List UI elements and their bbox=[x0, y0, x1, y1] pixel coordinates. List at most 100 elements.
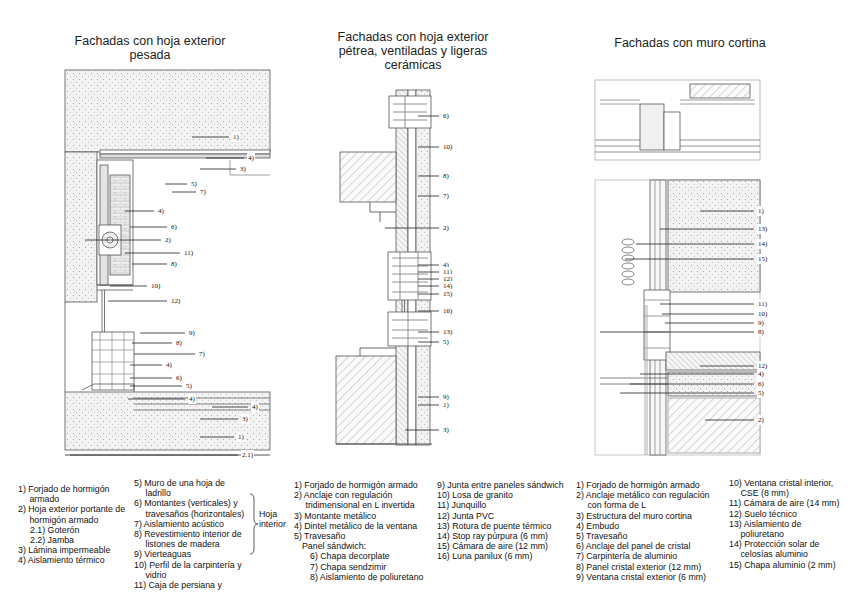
callout-number: 13) bbox=[442, 327, 453, 337]
legend-entry: 15) Chapa aluminio (2 mm) bbox=[729, 560, 845, 570]
callout-number: 1) bbox=[442, 400, 450, 410]
section-heading: Fachadas con hoja exterior pétrea, venti… bbox=[325, 30, 501, 72]
drawing-path bbox=[600, 378, 668, 384]
legend-entry: 12) Suelo técnico bbox=[729, 509, 845, 519]
legend-entry: 2) Anclaje metálico con regulación con f… bbox=[576, 490, 726, 510]
curtain-wall-section bbox=[595, 80, 760, 455]
leader-line bbox=[418, 265, 439, 266]
legend-entry: 11) Junquillo bbox=[437, 500, 567, 510]
callout-number: 7) bbox=[442, 191, 450, 201]
leader-line bbox=[85, 240, 161, 241]
section-heading: Fachadas con muro cortina bbox=[590, 36, 790, 50]
legend-entry: 6) Montantes (verticales) y travesaños (… bbox=[134, 498, 248, 518]
leader-line bbox=[418, 342, 439, 343]
drawing-rect bbox=[65, 392, 270, 450]
legend-entry: 4) Dintel metálico de la ventana bbox=[294, 521, 434, 531]
drawing-rect bbox=[388, 312, 431, 346]
drawing-rect bbox=[595, 180, 760, 455]
drawing-rect bbox=[100, 154, 270, 158]
leader-line bbox=[132, 264, 167, 265]
leader-line bbox=[625, 259, 754, 260]
leader-line bbox=[418, 279, 439, 280]
callout-number: 6) bbox=[170, 222, 178, 232]
drawing-rect bbox=[100, 150, 270, 154]
legend-entry: 11) Caja de persiana y bbox=[134, 580, 248, 590]
callout-number: 7) bbox=[198, 349, 206, 359]
drawing-path bbox=[134, 398, 270, 410]
callout-number: 4) bbox=[757, 369, 765, 379]
legend-entry: 9) Junta entre paneles sándwich bbox=[437, 480, 567, 490]
legend-entry: 6) Chapa decorplate bbox=[310, 551, 434, 561]
leader-line bbox=[192, 137, 229, 138]
leader-line bbox=[640, 374, 754, 375]
leader-line bbox=[665, 323, 754, 324]
legend-entry: 5) Travesaño bbox=[294, 531, 434, 541]
callout-number: 2) bbox=[442, 223, 450, 233]
callout-number: 5) bbox=[757, 388, 765, 398]
legend-entry: 16) Luna panilux (6 mm) bbox=[437, 551, 567, 561]
drawing-rect bbox=[666, 352, 760, 370]
legend-entry: 3) Montante metálico bbox=[294, 511, 434, 521]
leader-line bbox=[385, 228, 439, 229]
leader-line bbox=[636, 244, 754, 245]
leader-line bbox=[600, 332, 754, 333]
legend-entry: 15) Cámara de aire (12 mm) bbox=[437, 541, 567, 551]
leader-line bbox=[128, 399, 185, 400]
legend-entry: 10) Losa de granito bbox=[437, 490, 567, 500]
callout-number: 10) bbox=[150, 281, 161, 291]
leader-line bbox=[418, 397, 439, 398]
legend-column: 1) Forjado de hormigón armado2) Hoja ext… bbox=[18, 484, 132, 566]
drawing-path bbox=[645, 305, 647, 455]
legend-entry: 5) Travesaño bbox=[576, 531, 726, 541]
legend-entry: 13) Rotura de puente térmico bbox=[437, 521, 567, 531]
legend-column: 10) Ventana cristal interior, CSE (8 mm)… bbox=[729, 478, 845, 570]
legend-entry: 7) Aislamiento acústico bbox=[134, 519, 248, 529]
leader-line bbox=[700, 366, 754, 367]
legend-entry: 12) Junta PVC bbox=[437, 511, 567, 521]
callout-number: 12) bbox=[170, 296, 181, 306]
leader-line bbox=[200, 169, 236, 170]
callout-number: 4) bbox=[188, 394, 196, 404]
legend-entry: 8) Revestimiento interior de listones de… bbox=[134, 529, 248, 549]
leader-line bbox=[200, 437, 234, 438]
bracket-label: Hoja interior bbox=[259, 509, 291, 529]
drawing-path bbox=[392, 312, 428, 346]
drawing-rect bbox=[97, 160, 133, 285]
legend-entry: 10) Perfil de la carpintería y vidrio bbox=[134, 560, 248, 580]
drawing-ellipse bbox=[622, 279, 634, 285]
drawing-path bbox=[600, 100, 755, 104]
callout-number: 2) bbox=[757, 415, 765, 425]
legend-entry: 9) Ventana cristal exterior (6 mm) bbox=[576, 572, 726, 582]
drawing-rect bbox=[668, 180, 760, 292]
callout-number: 1) bbox=[237, 432, 245, 442]
legend-entry: 14) Stop ray púrpura (6 mm) bbox=[437, 531, 567, 541]
drawing-path bbox=[336, 444, 432, 445]
leader-line bbox=[165, 184, 187, 185]
callout-number: 11) bbox=[757, 299, 768, 309]
legend-entry: 5) Muro de una hoja de ladrillo bbox=[134, 478, 248, 498]
callout-number: 11) bbox=[183, 248, 194, 258]
legend-entry: 6) Anclaje del panel de cristal bbox=[576, 541, 726, 551]
legend-entry: 2.2) Jamba bbox=[30, 535, 132, 545]
drawing-rect bbox=[92, 332, 134, 390]
callout-number: 3) bbox=[239, 164, 247, 174]
drawing-rect bbox=[690, 84, 750, 98]
leader-line bbox=[212, 407, 248, 408]
drawing-path bbox=[370, 202, 396, 222]
legend-column: 9) Junta entre paneles sándwich10) Losa … bbox=[437, 480, 567, 562]
legend-entry: 7) Chapa sendzimir bbox=[310, 562, 434, 572]
drawing-path bbox=[644, 300, 670, 348]
drawing-rect bbox=[664, 112, 680, 150]
leader-line bbox=[418, 405, 439, 406]
legend-column: 1) Forjado de hormigón armado2) Anclaje … bbox=[294, 480, 434, 582]
drawing-rect bbox=[640, 104, 664, 150]
leader-line bbox=[140, 333, 185, 334]
callout-number: 15) bbox=[757, 254, 768, 264]
legend-entry: 1) Forjado de hormigón armado bbox=[294, 480, 434, 490]
callout-number: 3) bbox=[442, 425, 450, 435]
drawing-rect bbox=[65, 70, 270, 152]
leader-line bbox=[125, 253, 180, 254]
callout-number: 2) bbox=[164, 235, 172, 245]
leader-line bbox=[662, 314, 754, 315]
drawing-path bbox=[393, 96, 427, 128]
